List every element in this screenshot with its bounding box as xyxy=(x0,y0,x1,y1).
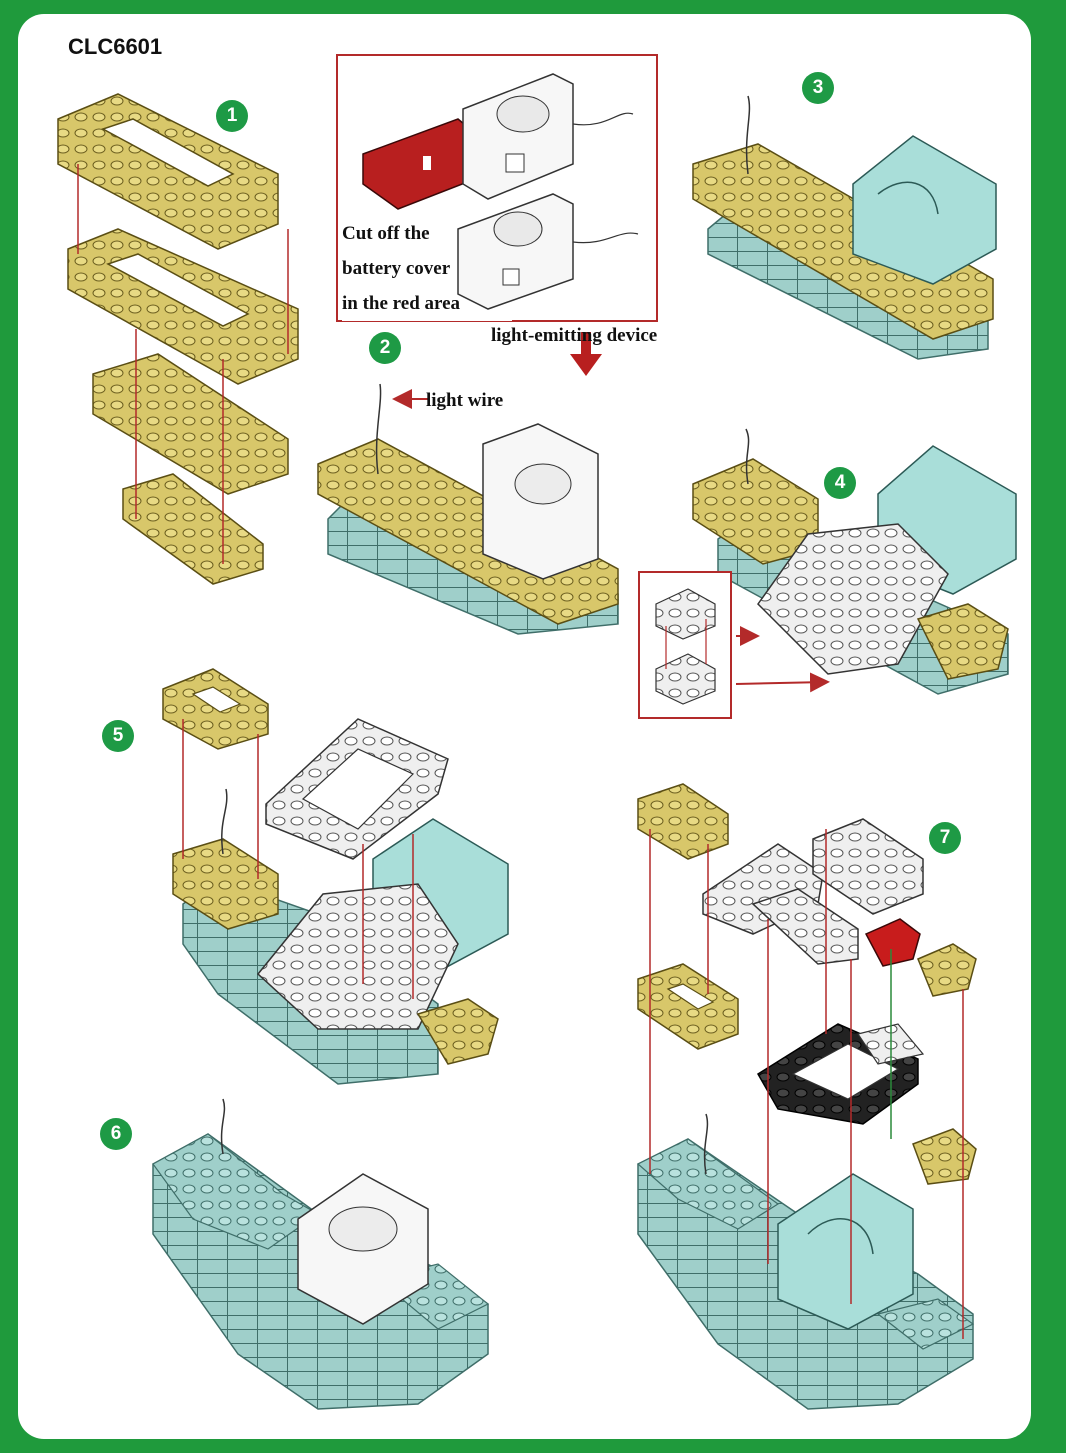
battery-cover-note: Cut off the battery cover in the red are… xyxy=(342,216,512,321)
battery-note-line-2: battery cover xyxy=(342,251,512,286)
step-7-illustration xyxy=(636,783,977,1410)
model-code: CLC6601 xyxy=(68,34,163,59)
battery-note-line-1: Cut off the xyxy=(342,216,512,251)
step-2-illustration xyxy=(317,383,619,635)
instruction-sheet: CLC6601 Cut off the battery cover in the… xyxy=(18,14,1031,1439)
step-4-illustration xyxy=(692,428,1017,695)
step-6-illustration xyxy=(152,1098,490,1410)
battery-note-line-3: in the red area xyxy=(342,286,512,321)
battery-cover-panel: Cut off the battery cover in the red are… xyxy=(336,54,658,322)
step-badge-3: 3 xyxy=(802,72,834,104)
step-3-illustration xyxy=(692,95,997,360)
step-badge-7: 7 xyxy=(929,822,961,854)
light-wire-label: light wire xyxy=(426,390,504,411)
step-badge-6: 6 xyxy=(100,1118,132,1150)
light-emitting-device-label: light-emitting device xyxy=(491,325,658,346)
step-badge-1: 1 xyxy=(216,100,248,132)
step-4-inset-panel xyxy=(638,571,732,719)
step-badge-5: 5 xyxy=(102,720,134,752)
assembly-illustrations xyxy=(57,73,1017,1410)
down-arrow-icon xyxy=(570,332,602,376)
step-badge-4: 4 xyxy=(824,467,856,499)
step-1-illustration xyxy=(57,93,299,585)
step-badge-2: 2 xyxy=(369,332,401,364)
step-5-illustration xyxy=(162,668,509,1085)
